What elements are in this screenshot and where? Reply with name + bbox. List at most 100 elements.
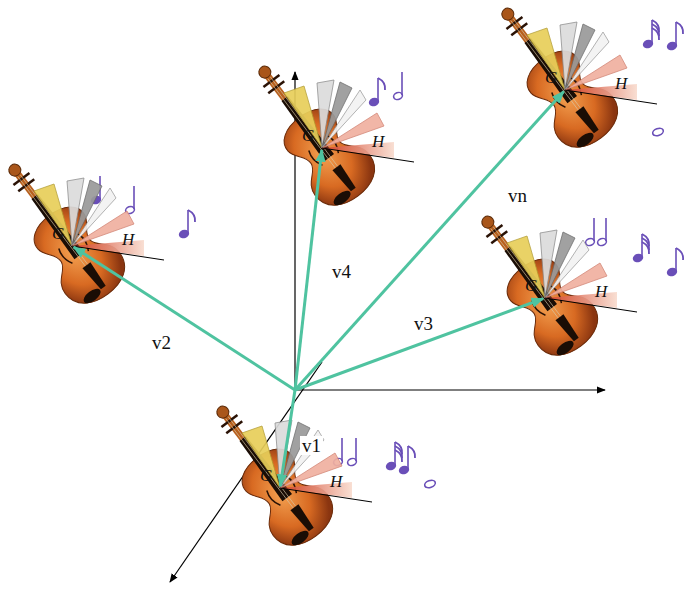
note-stem xyxy=(187,210,189,233)
position-vector xyxy=(295,150,322,390)
text-holder: G xyxy=(545,69,557,86)
violin-f-hole xyxy=(308,149,323,167)
fan-line xyxy=(322,148,414,162)
fan-label-h: H xyxy=(595,283,607,300)
fan-label-h: H xyxy=(330,473,342,490)
note-stem xyxy=(377,78,379,101)
violin-node: GH xyxy=(475,208,645,358)
text-holder: H xyxy=(595,283,607,300)
violin-string xyxy=(511,21,578,110)
violin-illustration xyxy=(475,208,645,358)
fan-wedge xyxy=(284,86,322,148)
fan-label-g: G xyxy=(525,277,537,294)
violin-illustration xyxy=(210,398,380,548)
fan-wedges xyxy=(507,230,637,312)
violin-scroll xyxy=(499,6,516,23)
position-vector xyxy=(295,299,543,390)
violin-tailpiece xyxy=(332,164,357,192)
note-flag xyxy=(676,248,683,260)
note-stem xyxy=(605,218,607,241)
violin-peg xyxy=(226,421,242,433)
violin-figure xyxy=(192,387,372,557)
violin-string xyxy=(491,229,558,318)
music-note xyxy=(399,446,416,475)
violin-peg xyxy=(491,231,507,243)
violin-peg xyxy=(221,415,237,427)
violin-tailpiece xyxy=(82,262,107,290)
violin-peg xyxy=(263,75,279,87)
music-note xyxy=(667,22,684,51)
fan-label-g: G xyxy=(52,225,64,242)
music-note xyxy=(386,442,403,471)
violin-scroll xyxy=(214,404,231,421)
violin-body-group xyxy=(192,387,343,557)
text-holder: G xyxy=(52,225,64,242)
violin-illustration xyxy=(252,58,422,208)
violin-body-group xyxy=(457,197,608,367)
note-stem xyxy=(401,72,403,95)
violin-body-group xyxy=(234,47,385,217)
fan-wedges xyxy=(34,178,164,260)
note-flag xyxy=(676,22,683,34)
fan-line xyxy=(280,488,372,502)
note-stem xyxy=(675,22,677,45)
music-note xyxy=(652,127,665,137)
text-holder: H xyxy=(330,473,342,490)
violin-illustration xyxy=(495,0,665,150)
note-stem xyxy=(675,248,677,271)
fan-wedge xyxy=(507,236,545,298)
fan-wedges xyxy=(242,420,372,502)
label-holder: v2 xyxy=(150,333,173,352)
violin-scroll xyxy=(256,64,273,81)
violin-peg xyxy=(268,81,284,93)
label-holder: v1 xyxy=(300,436,323,455)
violin-tailpiece xyxy=(575,106,600,134)
violin-chinrest xyxy=(554,338,576,358)
position-vector xyxy=(280,390,295,486)
fan-wedge xyxy=(242,426,280,488)
violin-scroll xyxy=(6,162,23,179)
vector-label: v2 xyxy=(150,333,173,352)
text-holder: G xyxy=(525,277,537,294)
violin-f-hole xyxy=(551,91,566,109)
note-flag xyxy=(188,210,195,222)
horizontal-axis xyxy=(295,389,605,390)
music-note xyxy=(369,78,386,107)
violin-node: GH xyxy=(495,0,665,150)
violin-string xyxy=(513,19,580,108)
note-flag xyxy=(378,78,385,90)
position-vector xyxy=(295,91,564,390)
music-note xyxy=(597,218,608,247)
note-flag xyxy=(642,242,649,254)
fan-line xyxy=(565,90,657,104)
violin-tailpiece xyxy=(290,504,315,532)
violin-f-hole xyxy=(531,299,546,317)
violin-figure xyxy=(477,0,657,158)
fan-wedge xyxy=(527,28,565,90)
violin-figure xyxy=(0,145,164,315)
violin-string xyxy=(270,77,337,166)
violin-body-group xyxy=(477,0,628,158)
note-flag xyxy=(408,446,415,458)
fan-label-g: G xyxy=(302,127,314,144)
violin-chinrest xyxy=(331,188,353,208)
music-note xyxy=(393,72,404,101)
violin-peg xyxy=(506,17,522,29)
note-flag xyxy=(652,28,659,40)
text-holder: H xyxy=(372,133,384,150)
violin-string xyxy=(228,417,295,506)
vector-label: v3 xyxy=(412,314,435,333)
violin-string xyxy=(226,419,293,508)
text-holder: H xyxy=(615,75,627,92)
violin-node: GH xyxy=(2,156,172,306)
violin-f-hole xyxy=(58,247,73,265)
fan-label-g: G xyxy=(545,69,557,86)
violin-chinrest xyxy=(574,130,596,150)
violin-string xyxy=(18,177,85,266)
text-holder: G xyxy=(260,467,272,484)
vector-label: v1 xyxy=(300,436,323,455)
text-holder: H xyxy=(122,231,134,248)
violin-illustration xyxy=(2,156,172,306)
violin-f-hole xyxy=(266,489,281,507)
